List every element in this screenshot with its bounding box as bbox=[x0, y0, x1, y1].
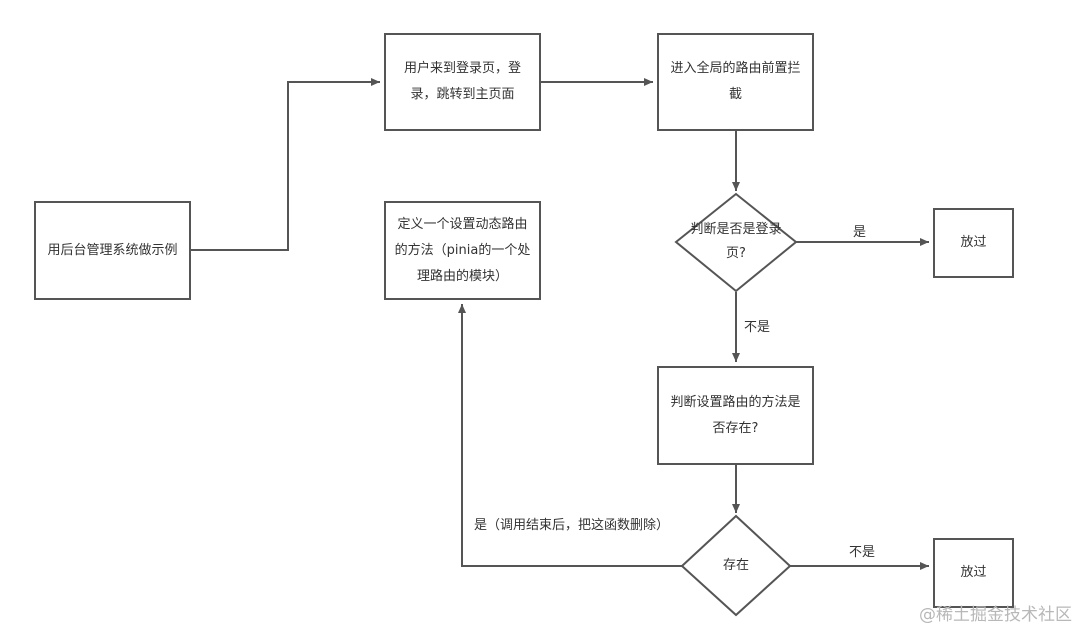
edge-exists-to-define-method bbox=[458, 304, 682, 567]
check-method-box: 判断设置路由的方法是否存在? bbox=[657, 366, 814, 465]
decision-exists-shape bbox=[680, 514, 792, 617]
pass-top-box: 放过 bbox=[933, 208, 1014, 278]
guard-box: 进入全局的路由前置拦截 bbox=[657, 33, 814, 131]
decision-is-login-page-shape bbox=[674, 192, 798, 293]
login-label: 用户来到登录页，登录，跳转到主页面 bbox=[403, 61, 521, 102]
edge-label-yes-remove: 是（调用结束后，把这函数删除） bbox=[474, 518, 670, 534]
decision-is-login-page-label: 判断是否是登录页? bbox=[690, 222, 782, 261]
guard-label: 进入全局的路由前置拦截 bbox=[670, 61, 801, 102]
watermark: @稀土掘金技术社区 bbox=[919, 605, 1072, 625]
check-method-label: 判断设置路由的方法是否存在? bbox=[670, 394, 801, 436]
pass-top-label: 放过 bbox=[960, 235, 987, 250]
start-label: 用后台管理系统做示例 bbox=[47, 242, 178, 258]
edge-label-no-1: 不是 bbox=[744, 320, 771, 336]
pass-bottom-label: 放过 bbox=[960, 565, 987, 580]
pass-bottom-box: 放过 bbox=[933, 538, 1014, 608]
define-method-box: 定义一个设置动态路由的方法（pinia的一个处理路由的模块） bbox=[384, 201, 541, 300]
decision-exists-label: 存在 bbox=[722, 558, 749, 573]
define-method-label: 定义一个设置动态路由的方法（pinia的一个处理路由的模块） bbox=[394, 216, 531, 284]
login-box: 用户来到登录页，登录，跳转到主页面 bbox=[384, 33, 541, 131]
edge-start-to-login bbox=[191, 78, 380, 251]
edge-label-yes: 是 bbox=[853, 225, 867, 241]
start-box: 用后台管理系统做示例 bbox=[34, 201, 191, 300]
edge-label-no-2: 不是 bbox=[849, 545, 876, 561]
